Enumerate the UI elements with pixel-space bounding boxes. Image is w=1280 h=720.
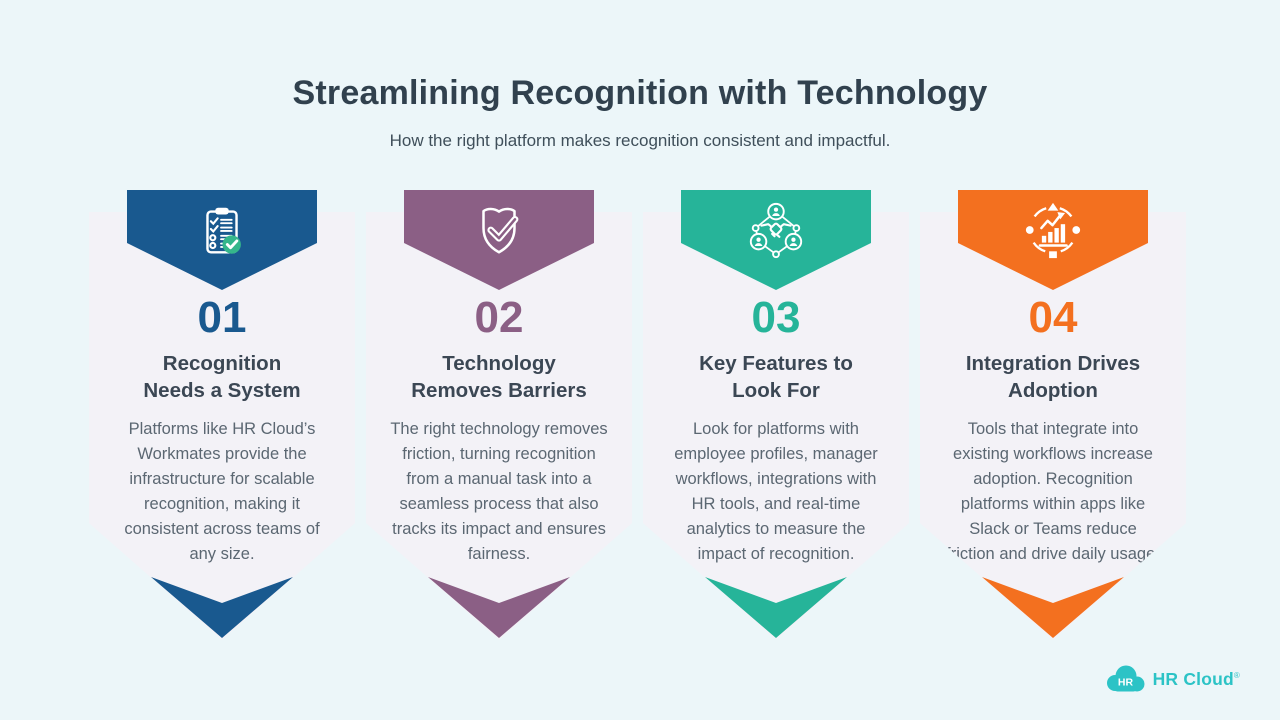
card-technology-removes-barriers: 02 Technology Removes Barriers The right… [366, 190, 632, 655]
card-description: The right technology removes friction, t… [390, 420, 608, 563]
card-title: Integration Drives Adoption [965, 352, 1141, 402]
step-number: 03 [751, 293, 801, 342]
card-key-features-to-look-for: 03 Key Features to Look For Look for pla… [643, 190, 909, 655]
card-description: Platforms like HR Cloud’s Workmates prov… [124, 420, 320, 563]
hrcloud-cloud-icon: HR [1106, 665, 1145, 692]
card-title: Key Features to Look For [699, 352, 853, 402]
clipboard-checklist-icon [206, 207, 241, 254]
page-subtitle: How the right platform makes recognition… [389, 131, 891, 150]
trademark-symbol: ® [1233, 670, 1240, 680]
shield-check-icon [482, 207, 519, 254]
card-recognition-needs-a-system: 01 Recognition Needs a System Platforms … [89, 190, 355, 655]
brand-wordmark: HR Cloud® [1153, 669, 1240, 690]
growth-chart-icon [1025, 202, 1081, 259]
svg-text:HR: HR [1117, 677, 1133, 689]
card-integration-drives-adoption: 04 Integration Drives Adoption Tools tha… [920, 190, 1186, 655]
step-number: 02 [474, 293, 524, 342]
step-number: 01 [197, 293, 247, 342]
team-network-handshake-icon [749, 202, 803, 259]
bottom-chevron-arrow [705, 577, 847, 638]
page-title: Streamlining Recognition with Technology [292, 74, 988, 112]
bottom-chevron-arrow [428, 577, 570, 638]
card-description: Look for platforms with employee profile… [674, 420, 878, 563]
cards-row: 01 Recognition Needs a System Platforms … [89, 190, 1191, 660]
bottom-chevron-arrow [982, 577, 1124, 638]
card-title: Recognition Needs a System [143, 352, 301, 402]
hrcloud-logo: HR HR Cloud® [1104, 664, 1240, 694]
card-description: Tools that integrate into existing workf… [946, 420, 1160, 563]
bottom-chevron-arrow [151, 577, 293, 638]
card-title: Technology Removes Barriers [411, 352, 587, 402]
brand-name: HR Cloud [1152, 668, 1234, 689]
step-number: 04 [1028, 293, 1078, 342]
header: Streamlining Recognition with Technology… [0, 74, 1280, 151]
